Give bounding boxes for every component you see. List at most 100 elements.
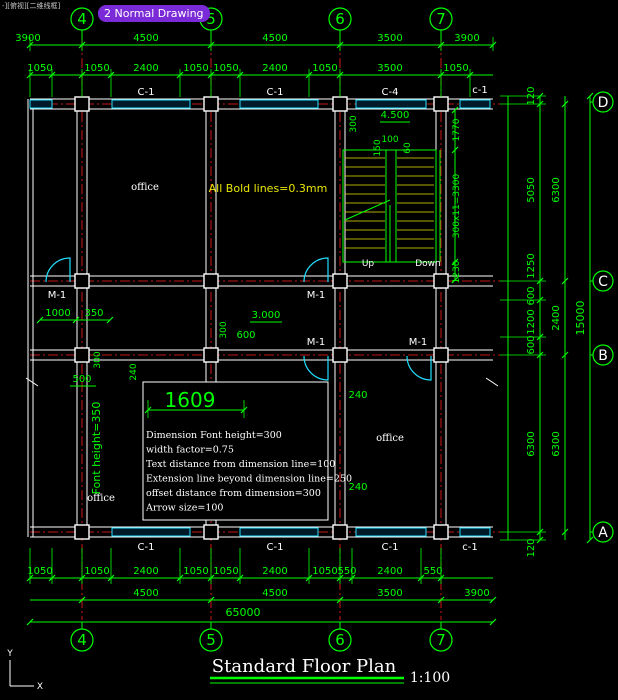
structural-column <box>74 273 90 289</box>
window-glass <box>239 527 319 537</box>
window-glass <box>111 527 191 537</box>
dim-text: 1250 <box>526 253 537 278</box>
window-label: C-1 <box>138 542 155 553</box>
structural-column <box>203 347 219 363</box>
window-label: c-1 <box>472 85 487 96</box>
note-line: Text distance from dimension line=100 <box>146 459 335 470</box>
dim-text: 120 <box>526 538 537 557</box>
structural-column <box>203 273 219 289</box>
note-line: Dimension Font height=300 <box>146 430 282 441</box>
break-symbol <box>485 377 499 387</box>
structural-column <box>74 347 90 363</box>
structural-column <box>203 96 219 112</box>
dimension-tick <box>72 316 80 324</box>
structural-column <box>332 273 348 289</box>
dim-text: 1050 <box>27 63 52 74</box>
dim-text: 300 <box>93 351 103 368</box>
axis-label: 5 <box>206 631 216 649</box>
structural-column <box>203 524 219 540</box>
dim-text: 1200 <box>526 309 537 334</box>
dim-text: 3900 <box>464 588 489 599</box>
structural-column <box>433 524 449 540</box>
dim-text: 1050 <box>27 566 52 577</box>
dim-text: 3900 <box>15 33 40 44</box>
dimension-tick <box>586 92 594 100</box>
stair-label: Down <box>415 259 441 269</box>
structural-column <box>332 96 348 112</box>
structural-column <box>74 96 90 112</box>
dim-text: 3.000 <box>252 310 281 321</box>
dim-text: 1050 <box>183 566 208 577</box>
structural-column <box>433 347 449 363</box>
window-title: -][俯视][二维线框] <box>2 2 61 10</box>
structural-column <box>433 96 449 112</box>
window-label: C-1 <box>267 87 284 98</box>
window-glass <box>111 99 191 109</box>
window-label: C-1 <box>267 542 284 553</box>
axis-label: 6 <box>335 10 345 28</box>
dim-text: 1230 <box>452 260 462 283</box>
dim-text: 6300 <box>551 177 562 202</box>
dimension-tick <box>561 277 569 285</box>
dim-text: 3500 <box>377 588 402 599</box>
dim-text: 1050 <box>312 566 337 577</box>
dim-text: 4500 <box>262 588 287 599</box>
dimension-tick <box>451 276 459 284</box>
stair-label: Up <box>362 259 375 269</box>
dim-text: 150 <box>373 139 383 156</box>
window-label: c-1 <box>462 542 477 553</box>
dimension-tick <box>336 596 344 604</box>
door-label: M-1 <box>307 337 326 348</box>
ucs-label: Y <box>6 649 13 659</box>
window-glass <box>239 99 319 109</box>
note-text: Font height=350 <box>90 402 103 495</box>
structural-column <box>74 524 90 540</box>
dim-text: 300x11=3300 <box>452 174 462 239</box>
dimension-tick <box>561 528 569 536</box>
structural-column <box>332 524 348 540</box>
dimension-tick <box>451 258 459 266</box>
axis-label: 7 <box>436 631 446 649</box>
drawing-scale: 1:100 <box>410 670 450 686</box>
axis-label: D <box>598 95 609 111</box>
dim-text: 240 <box>348 482 367 493</box>
dim-text: 3500 <box>377 63 402 74</box>
dim-text: 2400 <box>133 63 158 74</box>
dim-text: 1050 <box>213 63 238 74</box>
break-symbol <box>25 377 39 387</box>
dimension-tick <box>451 106 459 114</box>
dimension-tick <box>489 618 497 626</box>
dim-text: 350 <box>84 308 103 319</box>
dimension-tick <box>78 596 86 604</box>
stair-arrow <box>344 199 391 221</box>
door-swing <box>303 257 329 283</box>
dimension-tick <box>106 316 114 324</box>
dim-text: 300 <box>349 115 359 132</box>
dim-text: 2400 <box>262 566 287 577</box>
window-label: C-1 <box>138 87 155 98</box>
structural-column <box>433 273 449 289</box>
axis-label: 4 <box>77 10 87 28</box>
dimension-tick <box>489 596 497 604</box>
dim-text: 2400 <box>262 63 287 74</box>
dim-text: 120 <box>526 86 537 105</box>
window-label: C-1 <box>382 542 399 553</box>
dim-text: 100 <box>381 135 398 145</box>
dim-text: 600 <box>236 330 255 341</box>
tab-normal-drawing[interactable]: 2 Normal Drawing <box>98 5 210 22</box>
dim-text: 2400 <box>377 566 402 577</box>
door-label: M-1 <box>48 290 67 301</box>
axis-label: 7 <box>436 10 446 28</box>
dim-text: 1050 <box>183 63 208 74</box>
note-line: Extension line beyond dimension line=250 <box>146 474 352 485</box>
dimension-tick <box>561 100 569 108</box>
dimension-tick <box>451 146 459 154</box>
dim-text: 4500 <box>262 33 287 44</box>
door-swing <box>303 355 329 381</box>
dim-text: 6300 <box>551 431 562 456</box>
dim-text: 3900 <box>454 33 479 44</box>
note-line: width factor=0.75 <box>146 445 234 456</box>
note-box <box>142 381 329 521</box>
dim-text: 1050 <box>312 63 337 74</box>
